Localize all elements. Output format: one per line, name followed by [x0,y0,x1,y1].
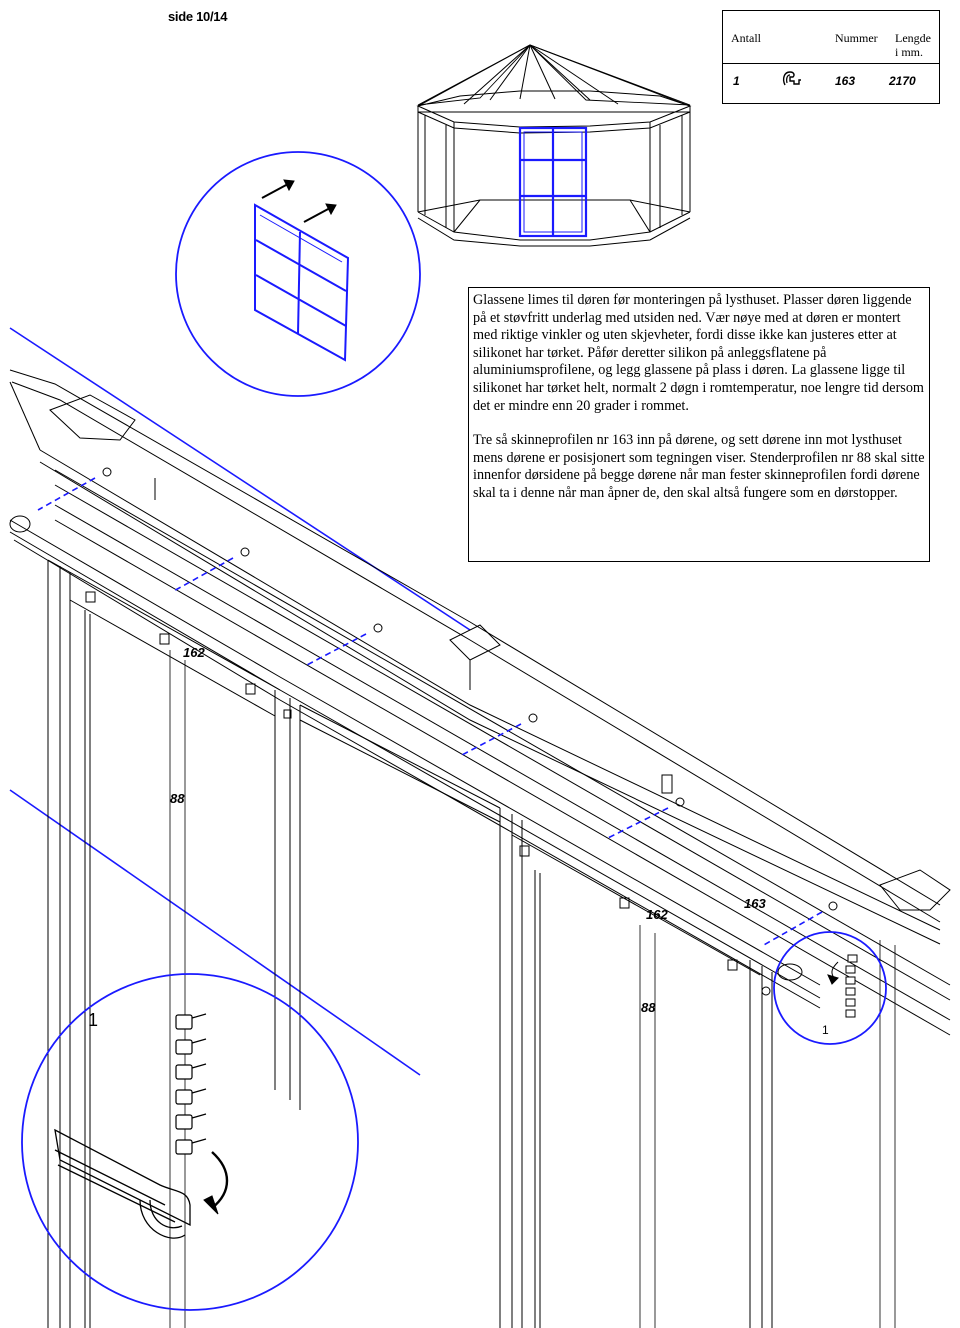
roof-eave [9,369,951,945]
fastener-guides [37,477,823,947]
door-right [499,774,896,1328]
parts-header-number: Nummer [835,31,878,45]
endcap-detail-small [773,931,887,1045]
glass-detail-circle [175,151,421,397]
instruction-paragraph-2: Tre så skinneprofilen nr 163 inn på døre… [473,432,925,501]
parts-number: 163 [835,74,856,88]
label-door-162-right: 162 [646,907,668,922]
rail-profile-icon [782,71,801,86]
label-detail-1-small: 1 [822,1023,829,1037]
parts-header-length: Lengde i mm. [895,31,931,59]
label-stud-88-left: 88 [170,791,185,806]
label-rail-163: 163 [744,896,766,911]
parts-table-divider [723,63,939,64]
gazebo-overview [416,44,692,247]
parts-table: Antall Nummer Lengde i mm. 1 163 2170 [722,10,940,104]
parts-length: 2170 [889,74,916,88]
label-door-162-left: 162 [183,645,205,660]
endcap-detail-large [21,973,359,1311]
label-stud-88-right: 88 [641,1000,656,1015]
parts-header-count: Antall [731,31,761,45]
gazebo-door-highlight [518,126,588,238]
rail-profile-163 [9,515,821,1009]
page-number: side 10/14 [168,9,228,24]
top-beam [54,469,951,1036]
parts-count: 1 [733,74,740,88]
screw-markers [102,467,838,996]
instruction-text-box: Glassene limes til døren før monteringen… [468,287,930,562]
door-left [47,559,301,1328]
instruction-paragraph-1: Glassene limes til døren før monteringen… [473,292,924,414]
label-detail-1-large: 1 [88,1010,98,1030]
